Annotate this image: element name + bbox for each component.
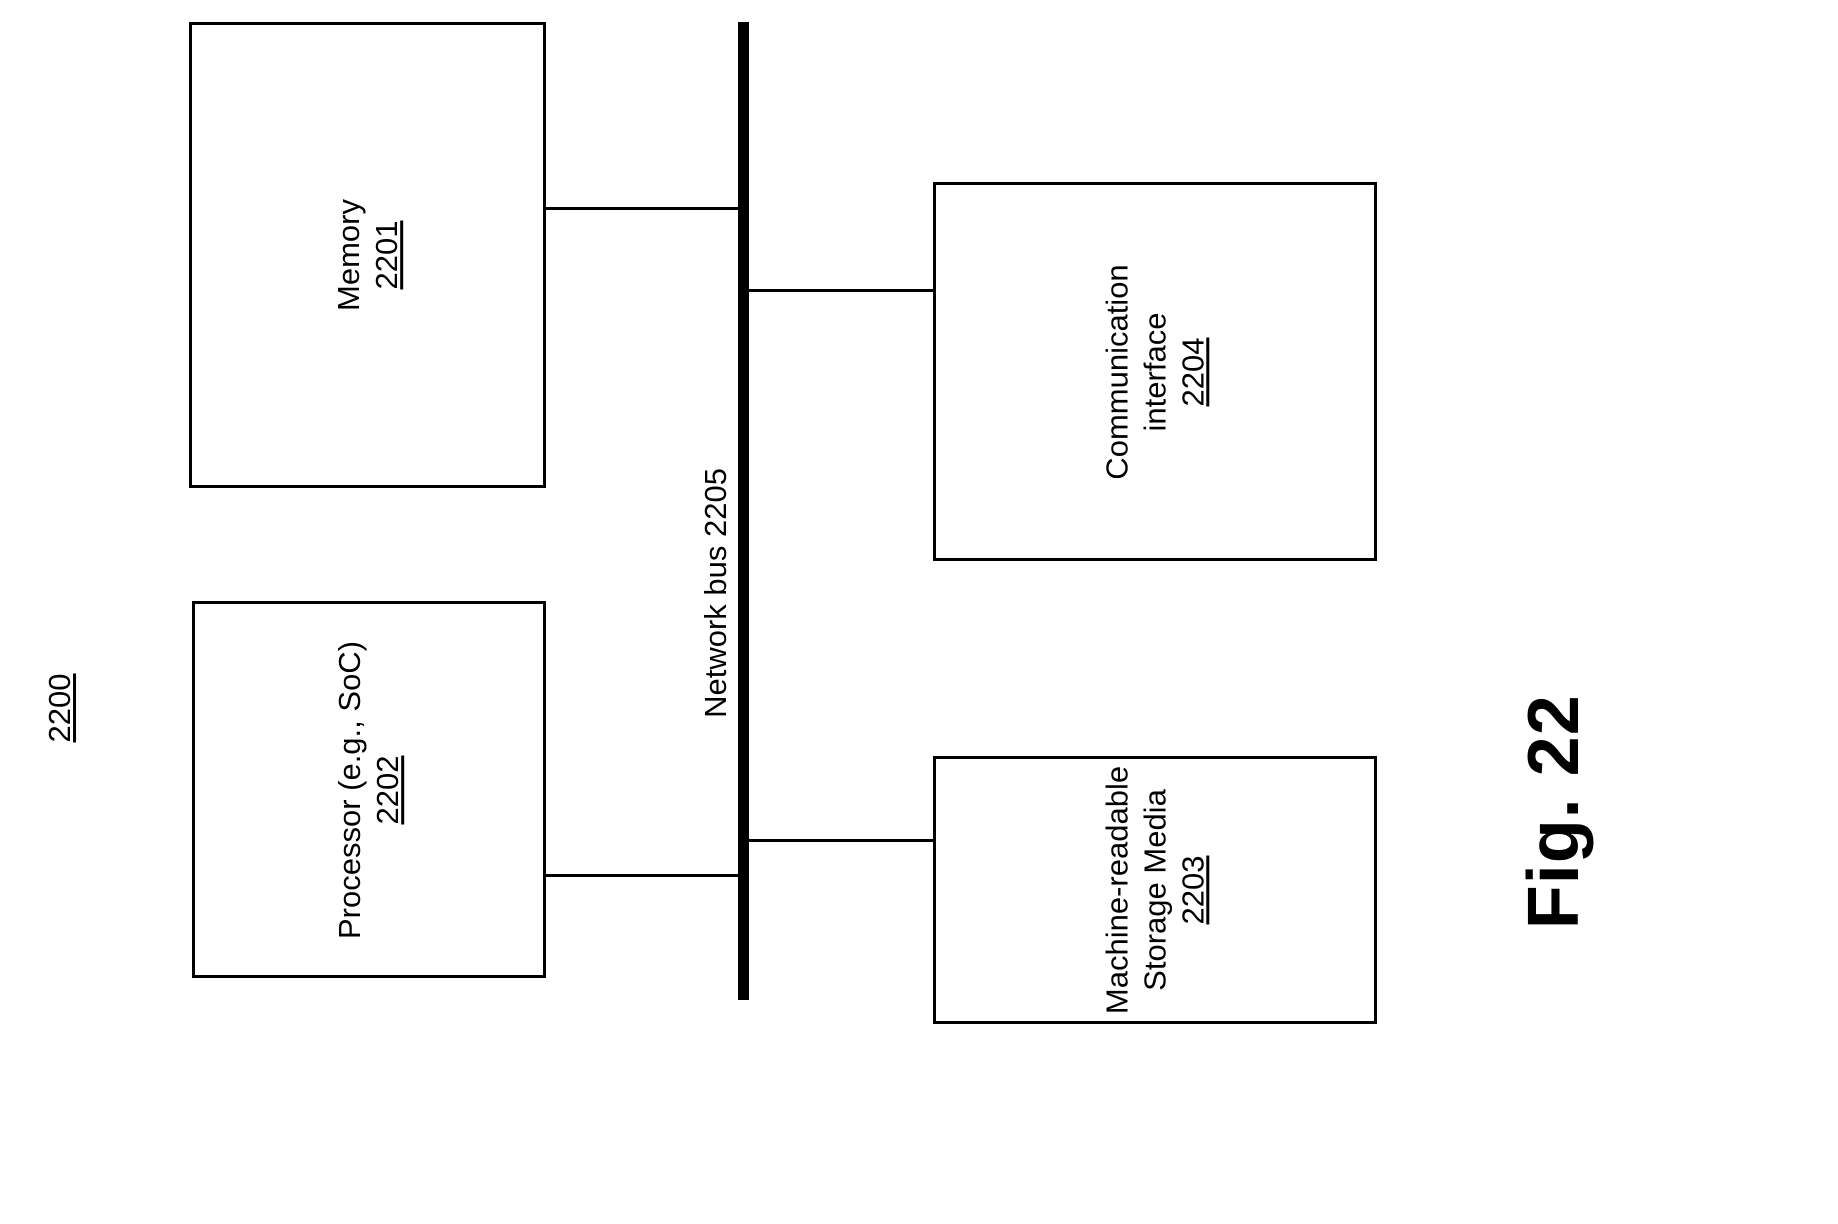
- connector-bus-to-storage-media: [748, 839, 936, 842]
- connector-bus-to-communication-interface: [748, 289, 936, 292]
- connector-processor-to-bus: [546, 874, 741, 877]
- figure-caption: Fig. 22: [1514, 694, 1595, 930]
- block-processor-title: Processor (e.g., SoC): [332, 640, 368, 939]
- block-storage-media-title-line1: Machine-readable: [1099, 765, 1135, 1015]
- diagram-reference-number: 2200: [42, 673, 78, 743]
- block-memory-label: Memory 2201: [330, 199, 406, 311]
- network-bus-line: [738, 22, 749, 1000]
- block-processor-label: Processor (e.g., SoC) 2202: [331, 640, 407, 938]
- block-memory-reference: 2201: [368, 220, 404, 290]
- connector-memory-to-bus: [546, 207, 741, 210]
- block-communication-interface-reference: 2204: [1174, 337, 1210, 406]
- block-communication-interface-title-line1: Communication: [1099, 263, 1135, 480]
- block-storage-media-title-line2: Storage Media: [1137, 789, 1173, 991]
- network-bus-label: Network bus 2205: [698, 468, 734, 718]
- block-memory: Memory 2201: [189, 22, 546, 488]
- block-processor: Processor (e.g., SoC) 2202: [192, 601, 546, 978]
- block-storage-media-label: Machine-readable Storage Media 2203: [1098, 766, 1211, 1014]
- block-storage-media-reference: 2203: [1174, 855, 1210, 925]
- block-memory-title: Memory: [330, 199, 366, 311]
- block-storage-media: Machine-readable Storage Media 2203: [933, 756, 1377, 1024]
- block-communication-interface: Communication interface 2204: [933, 182, 1377, 561]
- block-communication-interface-label: Communication interface 2204: [1098, 264, 1211, 479]
- block-processor-reference: 2202: [370, 755, 405, 824]
- block-communication-interface-title-line2: interface: [1137, 312, 1173, 431]
